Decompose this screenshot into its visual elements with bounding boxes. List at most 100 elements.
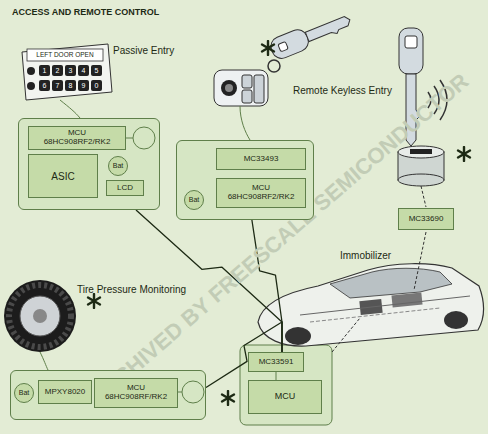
chip-box: MCU68HC908RF2/RK2: [28, 126, 126, 150]
keypad: [39, 65, 102, 91]
key-fob: [268, 60, 280, 72]
car: [444, 311, 468, 329]
part-name: 68HC908RF2/RK2: [44, 138, 111, 147]
car: [258, 264, 483, 346]
part-name: Bat: [113, 162, 124, 170]
battery-circle: Bat: [184, 190, 204, 210]
keypad: [78, 80, 89, 91]
keypad: [22, 44, 112, 118]
key-fob: [225, 84, 233, 92]
car: [330, 268, 452, 298]
keypad-text: 2: [56, 67, 60, 75]
key-fob: [214, 70, 268, 106]
key-fob: [240, 106, 250, 140]
car: [414, 232, 426, 290]
keypad-text: 8: [69, 82, 73, 90]
antenna-loop: [126, 127, 204, 403]
star-symbol: [88, 294, 100, 308]
star-symbol: [262, 41, 274, 55]
tire: [33, 309, 47, 323]
car: [310, 308, 440, 322]
antenna-loop: [133, 127, 155, 149]
keypad-text: 5: [95, 67, 99, 75]
keypad-text: 3: [69, 67, 73, 75]
chip-box: LCD: [106, 180, 144, 196]
immobilizer-key: [398, 174, 444, 186]
key-fob: [221, 80, 237, 96]
receiver-panel: [276, 372, 277, 380]
part-name: MCU: [252, 184, 270, 193]
keypad: [65, 65, 76, 76]
car: [300, 296, 470, 315]
key-fob: [254, 75, 264, 103]
immobilizer-key: [410, 149, 432, 154]
keypad: [27, 82, 35, 90]
module-panel: Passive EntryMCU68HC908RF2/RK2ASICBatLCD: [18, 118, 160, 210]
key-fob: [242, 90, 252, 103]
circle-outline: [109, 157, 128, 176]
keypad: [91, 80, 102, 91]
chip-box: MC33690: [398, 208, 454, 230]
key-fob: [242, 75, 252, 88]
immobilizer-key: [421, 186, 426, 207]
keypad: [65, 80, 76, 91]
part-name: MCU: [275, 392, 296, 402]
tire: [4, 280, 76, 370]
circle-outline: [15, 384, 34, 403]
keypad-text: 7: [56, 82, 60, 90]
part-name: MCU: [68, 129, 86, 138]
keypad-text: 9: [82, 82, 86, 90]
part-name: MCU: [127, 384, 145, 393]
keypad-text: 1: [43, 67, 47, 75]
module-panel: Remote Keyless EntryMC33493MCU68HC908RF2…: [176, 140, 314, 220]
keypad: [39, 80, 50, 91]
tire: [20, 296, 60, 336]
antenna-loop: [182, 381, 204, 403]
section-label: Immobilizer: [340, 250, 391, 261]
keypad-text: 6: [43, 82, 47, 90]
key-fob: [305, 15, 353, 44]
immobilizer-key: [405, 36, 417, 48]
key-fob: [278, 41, 288, 51]
chip-box: MCU: [248, 380, 322, 414]
star-symbol: [458, 147, 470, 161]
car: [332, 318, 360, 352]
keypad: [27, 67, 35, 75]
star-symbol: [222, 391, 234, 405]
keypad: [52, 80, 63, 91]
chip-box: MC33493: [216, 148, 306, 170]
keypad: [22, 44, 112, 100]
car: [285, 327, 311, 345]
part-name: LCD: [117, 184, 133, 193]
chip-box: ASIC: [28, 154, 98, 198]
tire: [9, 285, 71, 347]
module-panel: Tire Pressure MonitoringBatMPXY8020MCU68…: [10, 370, 206, 420]
part-name: Bat: [189, 196, 200, 204]
keypad: [91, 65, 102, 76]
immobilizer-key: [398, 146, 444, 158]
section-heading: Passive Entry: [113, 45, 174, 56]
immobilizer-key: [399, 28, 423, 74]
chip-box: MC33591: [248, 352, 304, 372]
section-heading: Remote Keyless Entry: [293, 85, 392, 96]
part-name: ASIC: [51, 171, 74, 182]
keypad-text: 4: [82, 67, 86, 75]
keypad: [52, 65, 63, 76]
chip-box: MCU68HC908RF2/RK2: [216, 178, 306, 208]
key-fob: [214, 10, 354, 140]
tire: [4, 280, 76, 352]
battery-circle: Bat: [108, 156, 128, 176]
chip-box: MCU68HC908RF/RK2: [94, 378, 178, 408]
keypad: [60, 100, 80, 118]
keypad-text: 0: [95, 82, 99, 90]
receiver-panel: [240, 345, 332, 425]
car: [391, 292, 422, 307]
tire: [40, 352, 48, 370]
keypad: [78, 65, 89, 76]
keypad-text: LEFT DOOR OPEN: [36, 51, 93, 58]
antenna-loop: [178, 392, 182, 393]
section-heading: Tire Pressure Monitoring: [77, 284, 186, 295]
part-name: Bat: [19, 389, 30, 397]
keypad: [39, 65, 50, 76]
keypad: [27, 49, 103, 61]
